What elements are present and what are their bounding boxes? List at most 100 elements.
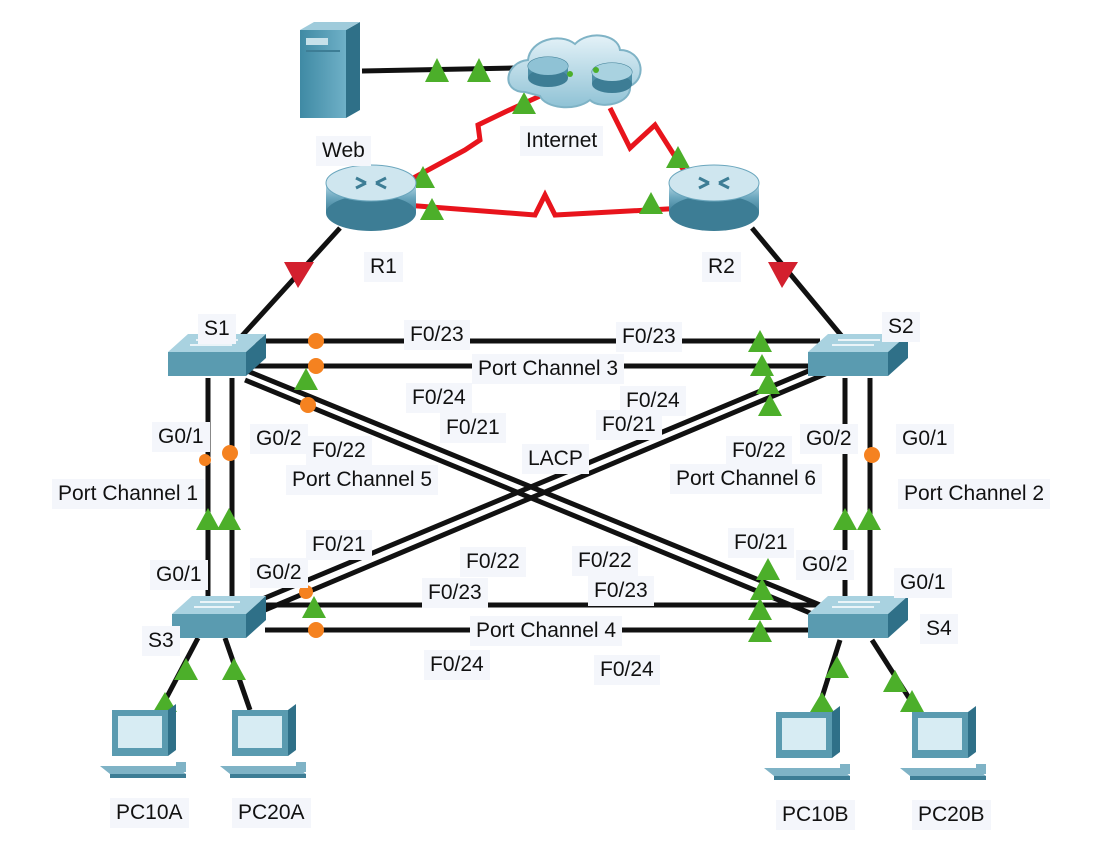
port-channel-label-4: Port Channel 4 bbox=[470, 616, 623, 646]
link-up-icon bbox=[294, 368, 318, 390]
link-up-icon bbox=[750, 578, 774, 600]
port-label-g02: G0/2 bbox=[796, 550, 854, 580]
link-up-icon bbox=[666, 146, 690, 168]
link-up-icon bbox=[174, 658, 198, 680]
link-up-icon bbox=[196, 508, 220, 530]
link-up-icon bbox=[748, 330, 772, 352]
device-label-r1: R1 bbox=[364, 252, 403, 282]
port-label-f023: F0/23 bbox=[616, 322, 682, 352]
port-label-f024: F0/24 bbox=[594, 655, 660, 685]
link-up-icon bbox=[825, 656, 849, 678]
port-channel-label-6: Port Channel 6 bbox=[670, 464, 823, 494]
stp-blocking-icon bbox=[864, 447, 880, 463]
link-up-icon bbox=[639, 192, 663, 214]
port-label-f021: F0/21 bbox=[728, 528, 794, 558]
stp-blocking-icon bbox=[299, 585, 313, 599]
link-up-icon bbox=[750, 354, 774, 376]
link-down-icon bbox=[284, 262, 314, 288]
device-label-s3: S3 bbox=[142, 626, 180, 656]
device-label-s4: S4 bbox=[920, 614, 958, 644]
port-channel-label-2: Port Channel 2 bbox=[898, 479, 1051, 509]
link-up-icon bbox=[467, 58, 491, 82]
port-label-g01: G0/1 bbox=[896, 424, 954, 454]
port-channel-label-5: Port Channel 5 bbox=[286, 465, 439, 495]
stp-blocking-icon bbox=[222, 445, 238, 461]
port-label-f024: F0/24 bbox=[406, 383, 472, 413]
port-label-f022: F0/22 bbox=[460, 547, 526, 577]
device-label-internet: Internet bbox=[520, 126, 604, 156]
link-up-icon bbox=[756, 558, 780, 580]
link-r1-s1[interactable] bbox=[238, 226, 342, 340]
device-label-r2: R2 bbox=[702, 252, 741, 282]
port-label-g02: G0/2 bbox=[250, 558, 308, 588]
device-label-web: Web bbox=[316, 136, 371, 166]
switch-icon[interactable] bbox=[172, 596, 266, 638]
link-up-markers bbox=[153, 58, 924, 712]
port-label-f022: F0/22 bbox=[306, 436, 372, 466]
link-s2-s3-f021[interactable] bbox=[259, 359, 831, 603]
link-up-icon bbox=[883, 670, 907, 692]
device-label-s1: S1 bbox=[198, 314, 236, 344]
pc-icon[interactable] bbox=[764, 706, 850, 780]
device-label-pc20b: PC20B bbox=[912, 800, 991, 830]
cloud-icon[interactable] bbox=[507, 34, 642, 109]
pc-icon[interactable] bbox=[220, 704, 306, 778]
device-label-pc10b: PC10B bbox=[776, 800, 855, 830]
pc-icon[interactable] bbox=[100, 704, 186, 778]
link-up-icon bbox=[420, 198, 444, 220]
serial-r1-internet[interactable] bbox=[393, 93, 542, 191]
device-label-pc10a: PC10A bbox=[110, 798, 189, 828]
port-label-f022: F0/22 bbox=[572, 546, 638, 576]
port-label-f023: F0/23 bbox=[404, 320, 470, 350]
link-up-icon bbox=[217, 508, 241, 530]
pc-icon[interactable] bbox=[900, 706, 986, 780]
link-up-icon bbox=[810, 692, 834, 712]
router-icon[interactable] bbox=[325, 164, 417, 231]
stp-blocking-icon bbox=[300, 397, 316, 413]
server-icon[interactable] bbox=[300, 22, 360, 118]
link-up-icon bbox=[756, 372, 780, 394]
port-label-f021: F0/21 bbox=[440, 413, 506, 443]
stp-blocking-icon bbox=[199, 454, 211, 466]
lacp-label: LACP bbox=[522, 444, 589, 474]
port-label-f024: F0/24 bbox=[424, 650, 490, 680]
link-up-icon bbox=[857, 508, 881, 530]
port-label-f021: F0/21 bbox=[596, 410, 662, 440]
port-label-f021: F0/21 bbox=[306, 530, 372, 560]
link-up-icon bbox=[900, 690, 924, 712]
router-icon[interactable] bbox=[668, 164, 760, 231]
link-up-icon bbox=[512, 92, 536, 114]
port-label-g01: G0/1 bbox=[894, 568, 952, 598]
port-label-f022: F0/22 bbox=[726, 436, 792, 466]
link-up-icon bbox=[222, 658, 246, 680]
link-up-icon bbox=[748, 598, 772, 620]
stp-blocking-markers bbox=[199, 333, 880, 638]
port-label-f023: F0/23 bbox=[588, 576, 654, 606]
link-up-icon bbox=[425, 58, 449, 82]
link-up-icon bbox=[833, 508, 857, 530]
link-r2-s2[interactable] bbox=[750, 226, 847, 342]
stp-blocking-icon bbox=[308, 358, 324, 374]
link-s2-s3-f022[interactable] bbox=[264, 369, 831, 613]
port-channel-label-1: Port Channel 1 bbox=[52, 479, 205, 509]
port-label-g02: G0/2 bbox=[800, 424, 858, 454]
link-down-icon bbox=[768, 262, 798, 288]
device-label-pc20a: PC20A bbox=[232, 798, 311, 828]
serial-r1-r2[interactable] bbox=[404, 189, 686, 218]
link-up-icon bbox=[153, 692, 177, 712]
switch-icon[interactable] bbox=[808, 596, 908, 638]
link-up-icon bbox=[302, 596, 326, 618]
link-up-icon bbox=[748, 620, 772, 642]
link-down-markers bbox=[284, 262, 798, 288]
port-label-g01: G0/1 bbox=[152, 422, 210, 452]
stp-blocking-icon bbox=[308, 333, 324, 349]
port-channel-label-3: Port Channel 3 bbox=[472, 354, 625, 384]
port-label-g01: G0/1 bbox=[150, 560, 208, 590]
link-up-icon bbox=[758, 394, 782, 416]
switch-icon[interactable] bbox=[808, 334, 908, 376]
port-label-f023: F0/23 bbox=[422, 578, 488, 608]
link-up-icon bbox=[411, 166, 435, 188]
port-label-g02: G0/2 bbox=[250, 424, 308, 454]
